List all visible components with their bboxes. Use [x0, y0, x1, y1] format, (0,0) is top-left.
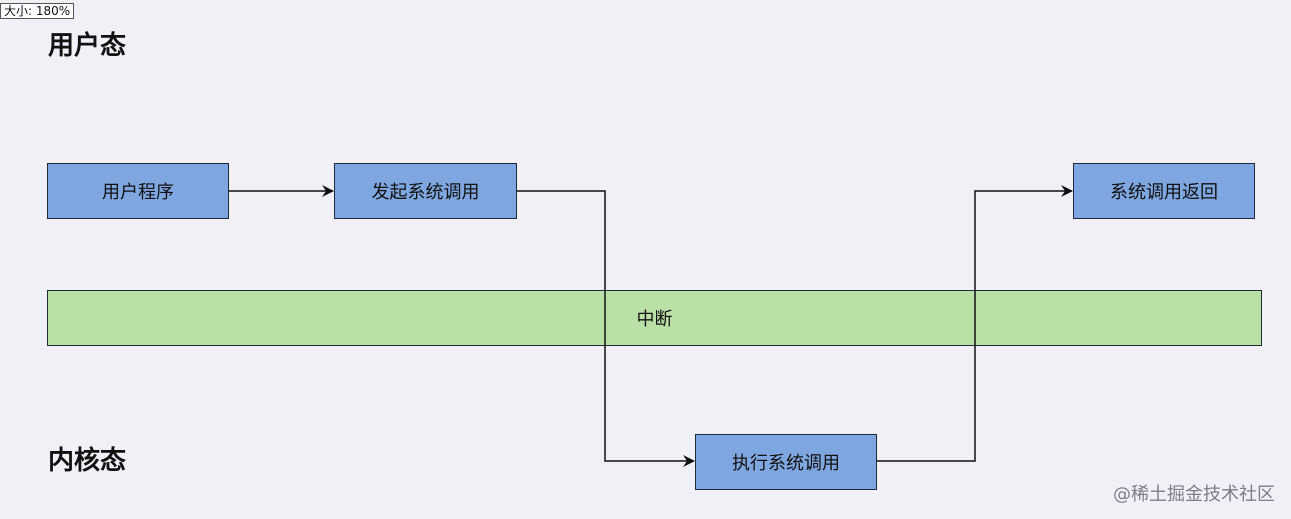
zoom-badge: 大小: 180%	[0, 3, 75, 19]
interrupt-bar: 中断	[47, 290, 1262, 346]
user-program-box: 用户程序	[47, 163, 229, 219]
initiate-syscall-label: 发起系统调用	[371, 182, 480, 203]
arrow-initiate-to-execute	[517, 190, 695, 467]
syscall-return-box: 系统调用返回	[1073, 163, 1255, 219]
interrupt-label: 中断	[636, 309, 673, 330]
user-mode-title: 用户态	[48, 31, 127, 61]
execute-syscall-box: 执行系统调用	[695, 434, 877, 490]
arrow-execute-to-return	[877, 185, 1073, 462]
initiate-syscall-box: 发起系统调用	[334, 163, 517, 219]
user-program-label: 用户程序	[102, 182, 174, 203]
execute-syscall-label: 执行系统调用	[732, 453, 840, 474]
syscall-return-label: 系统调用返回	[1110, 182, 1218, 203]
watermark: @稀土掘金技术社区	[1113, 484, 1275, 505]
kernel-mode-title: 内核态	[48, 446, 127, 476]
